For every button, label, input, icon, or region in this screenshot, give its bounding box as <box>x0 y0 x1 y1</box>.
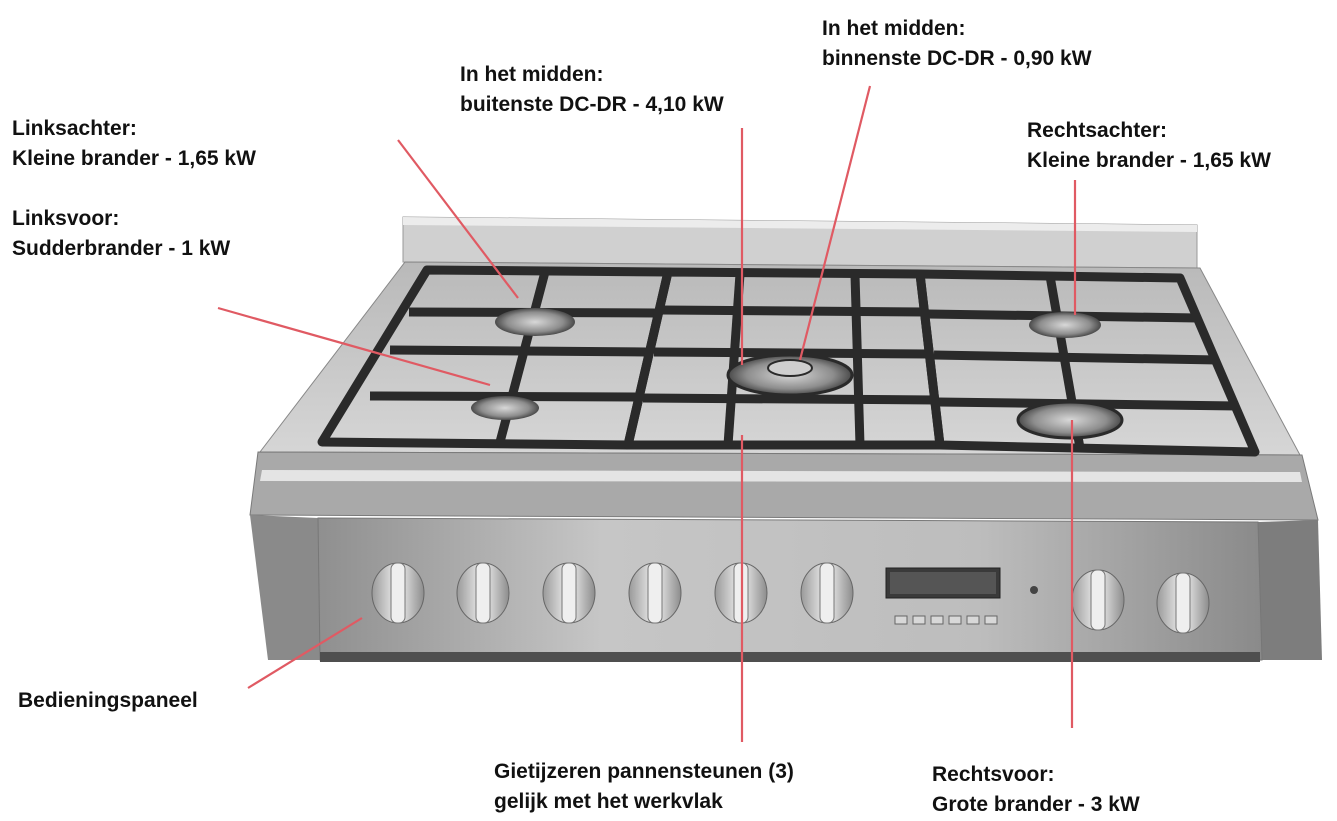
timer-display <box>885 567 1001 599</box>
label-right-front-desc: Grote brander - 3 kW <box>932 793 1140 816</box>
burner-right-rear <box>1029 312 1101 338</box>
leader-left-front <box>217 306 491 387</box>
front-rim <box>249 451 1319 521</box>
label-left-rear-title: Linksachter: <box>12 117 137 140</box>
knob <box>800 562 854 624</box>
knob <box>628 562 682 624</box>
label-control-panel: Bedieningspaneel <box>18 686 198 716</box>
leader-center-inner <box>798 85 872 361</box>
timer-buttons <box>894 615 998 625</box>
side-panels <box>250 515 1322 660</box>
burner-left-rear <box>495 308 575 336</box>
burners <box>471 308 1124 440</box>
label-right-rear-title: Rechtsachter: <box>1027 119 1168 142</box>
label-left-rear: Linksachter: Kleine brander - 1,65 kW <box>12 114 256 174</box>
label-right-front: Rechtsvoor: Grote brander - 3 kW <box>932 760 1140 820</box>
label-right-rear-desc: Kleine brander - 1,65 kW <box>1027 149 1271 172</box>
label-grates-line2: gelijk met het werkvlak <box>494 790 723 813</box>
burner-left-front <box>471 396 539 420</box>
label-grates: Gietijzeren pannensteunen (3) gelijk met… <box>494 757 794 817</box>
label-center-inner: In het midden: binnenste DC-DR - 0,90 kW <box>822 14 1092 74</box>
label-left-front: Linksvoor: Sudderbrander - 1 kW <box>12 204 230 264</box>
knob <box>542 562 596 624</box>
label-center-outer-desc: buitenste DC-DR - 4,10 kW <box>460 93 724 116</box>
burner-center-inner <box>767 359 813 377</box>
label-right-rear: Rechtsachter: Kleine brander - 1,65 kW <box>1027 116 1271 176</box>
label-control-panel-text: Bedieningspaneel <box>18 689 198 712</box>
control-panel <box>317 517 1263 662</box>
backsplash <box>402 216 1198 269</box>
knob <box>371 562 425 624</box>
burner-right-front <box>1016 400 1124 440</box>
leader-lines <box>217 85 1077 742</box>
label-center-outer: In het midden: buitenste DC-DR - 4,10 kW <box>460 60 724 120</box>
label-grates-line1: Gietijzeren pannensteunen (3) <box>494 760 794 783</box>
label-right-front-title: Rechtsvoor: <box>932 763 1055 786</box>
knob <box>456 562 510 624</box>
knob <box>1071 569 1125 631</box>
grate-right <box>915 269 1260 457</box>
indicator-light <box>1030 586 1038 594</box>
label-center-inner-desc: binnenste DC-DR - 0,90 kW <box>822 47 1092 70</box>
knob <box>1156 572 1210 634</box>
knobs <box>371 562 1210 634</box>
label-left-rear-desc: Kleine brander - 1,65 kW <box>12 147 256 170</box>
label-center-inner-title: In het midden: <box>822 17 966 40</box>
label-left-front-title: Linksvoor: <box>12 207 120 230</box>
label-left-front-desc: Sudderbrander - 1 kW <box>12 237 231 260</box>
leader-left-rear <box>397 139 519 299</box>
label-center-outer-title: In het midden: <box>460 63 604 86</box>
leader-control-panel <box>247 617 363 689</box>
